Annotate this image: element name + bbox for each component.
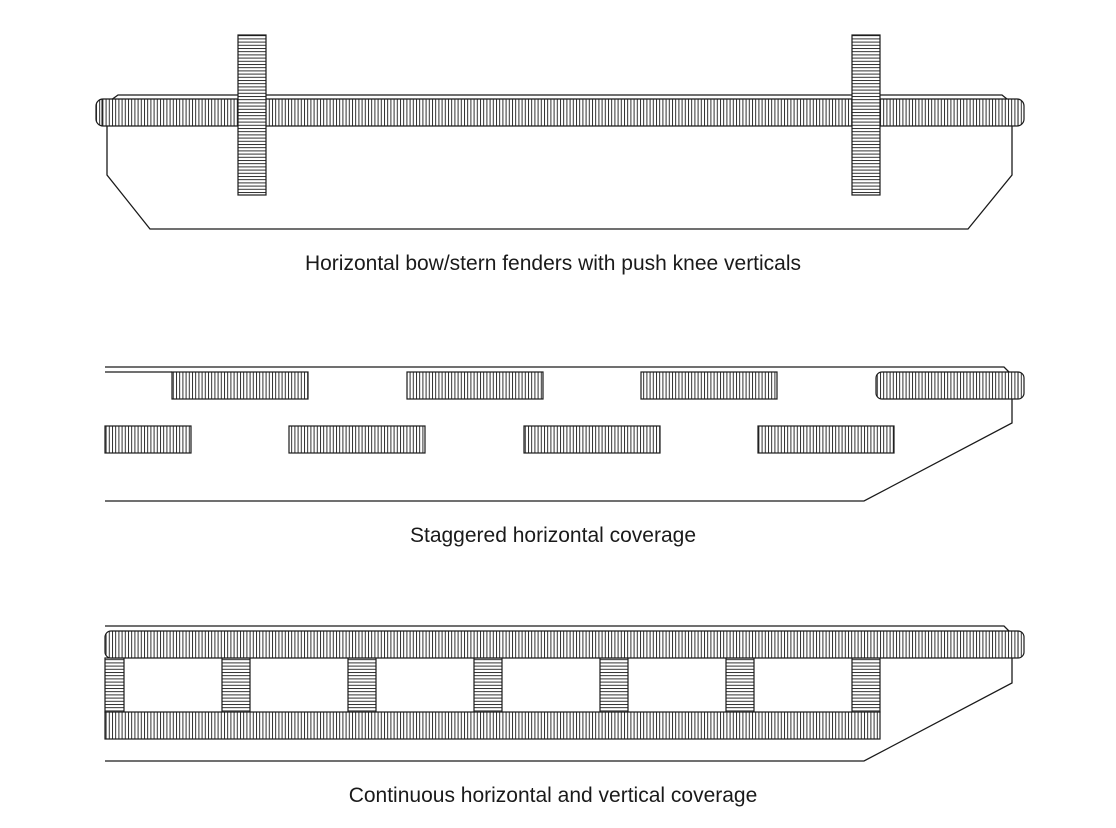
vertical-fender xyxy=(473,657,503,713)
vertical-fender xyxy=(725,657,755,713)
barge-hull-outline xyxy=(106,94,1013,230)
horizontal-fender-top xyxy=(95,98,1025,127)
push-knee-vertical-fender-right xyxy=(851,34,881,196)
horizontal-fender-lower xyxy=(523,425,661,454)
horizontal-fender-bow-end xyxy=(875,371,1025,400)
horizontal-fender-continuous-top xyxy=(104,630,1025,659)
horizontal-fender-lower xyxy=(288,425,426,454)
horizontal-fender-upper xyxy=(406,371,544,400)
vertical-fender xyxy=(851,657,881,713)
horizontal-fender-upper xyxy=(640,371,778,400)
panel-staggered: Staggered horizontal coverage xyxy=(104,366,1025,547)
panel-bow-stern: Horizontal bow/stern fenders with push k… xyxy=(95,34,1025,275)
horizontal-fender-continuous-bottom xyxy=(104,711,881,740)
push-knee-vertical-fender-left xyxy=(237,34,267,196)
horizontal-fender-lower xyxy=(757,425,895,454)
panel-caption: Staggered horizontal coverage xyxy=(410,524,696,547)
panel-caption: Continuous horizontal and vertical cover… xyxy=(349,784,758,807)
horizontal-fender-lower xyxy=(104,425,192,454)
vertical-fender xyxy=(347,657,377,713)
vertical-fender xyxy=(104,657,125,713)
horizontal-fender-upper xyxy=(171,371,309,400)
vertical-fender xyxy=(599,657,629,713)
panel-caption: Horizontal bow/stern fenders with push k… xyxy=(305,252,801,275)
panel-continuous: Continuous horizontal and vertical cover… xyxy=(104,625,1025,807)
vertical-fender xyxy=(221,657,251,713)
